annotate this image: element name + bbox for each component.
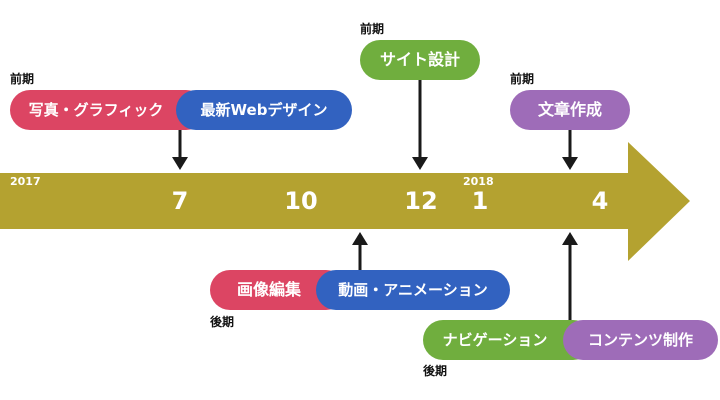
- timeline-arrow: [0, 142, 690, 261]
- term-label-first-site: 前期: [360, 22, 385, 36]
- term-label-second-image: 後期: [210, 315, 235, 329]
- month-label-10: 10: [284, 187, 318, 215]
- course-pill-photo-graphic: 写真・グラフィック: [10, 90, 206, 130]
- term-label-second-navigation: 後期: [423, 364, 448, 378]
- course-pill-web-design: 最新Webデザイン: [176, 90, 352, 130]
- term-label-first-photo: 前期: [10, 72, 35, 86]
- month-label-12: 12: [404, 187, 438, 215]
- year-label-2017: 2017: [10, 175, 41, 188]
- course-pill-navigation: ナビゲーション: [423, 320, 593, 360]
- course-pill-site-design: サイト設計: [360, 40, 480, 80]
- course-pill-writing: 文章作成: [510, 90, 630, 130]
- connector-arrowhead-site: [412, 157, 428, 170]
- year-label-2018: 2018: [463, 175, 494, 188]
- connector-arrowhead-writing: [562, 157, 578, 170]
- connector-arrowhead-photo: [172, 157, 188, 170]
- connector-arrowhead-image: [352, 232, 368, 245]
- term-label-first-writing: 前期: [510, 72, 535, 86]
- course-pill-content-production: コンテンツ制作: [563, 320, 718, 360]
- month-label-1: 1: [471, 187, 489, 215]
- course-pill-video-animation: 動画・アニメーション: [316, 270, 510, 310]
- month-label-7: 7: [171, 187, 189, 215]
- month-label-4: 4: [591, 187, 609, 215]
- connector-arrowhead-navigation: [562, 232, 578, 245]
